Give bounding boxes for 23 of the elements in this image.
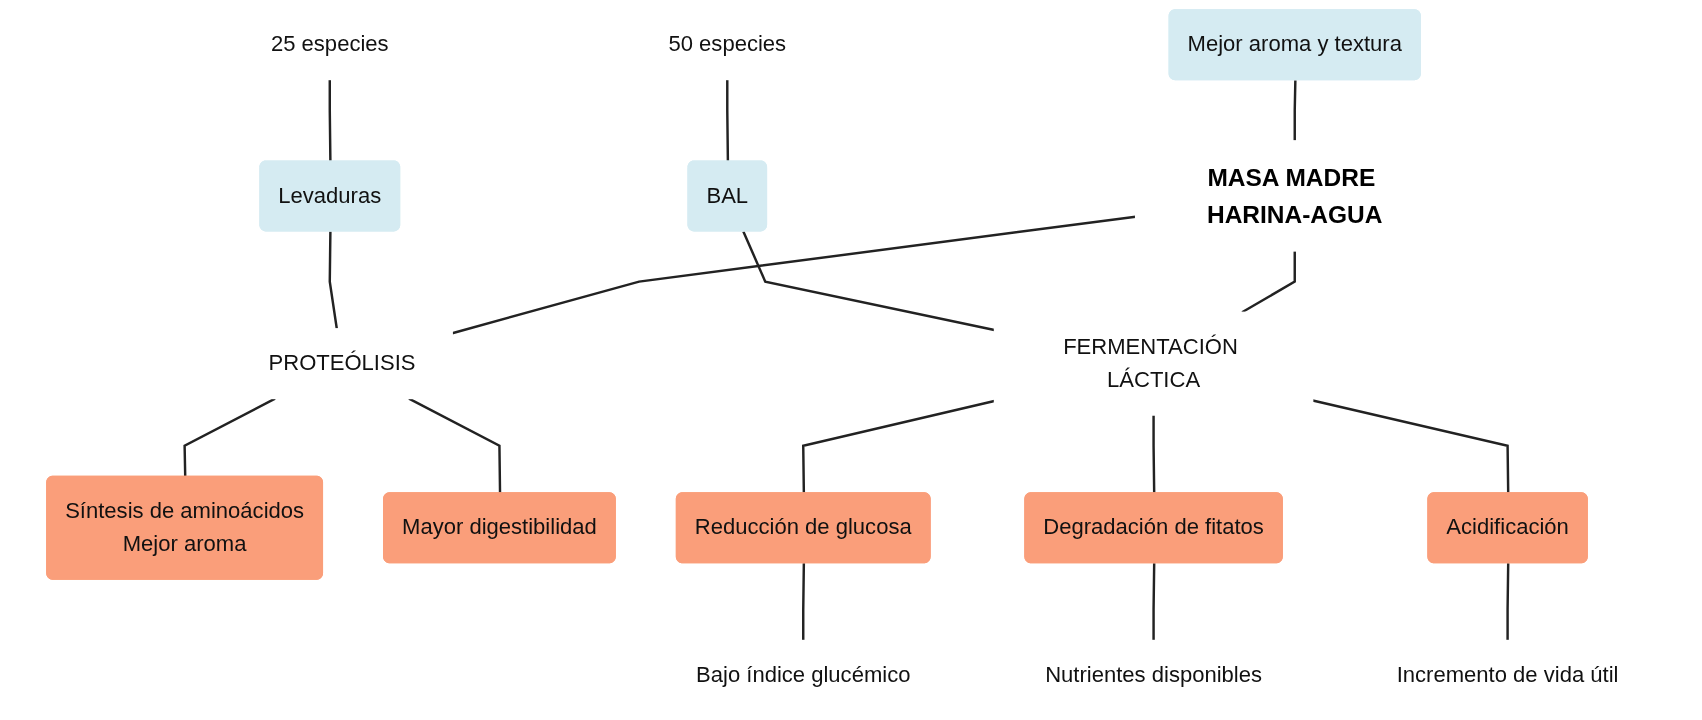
connector: [1241, 251, 1296, 314]
node-text: Incremento de vida útil: [1396, 662, 1619, 687]
node-text: PROTEÓLISIS: [268, 350, 416, 376]
connector: [802, 563, 806, 641]
connector: [802, 399, 995, 494]
connector: [726, 79, 730, 162]
node-text: 50 especies: [668, 31, 787, 57]
node-text: Bajo índice glucémico: [696, 662, 911, 687]
connector: [328, 79, 332, 162]
connector: [328, 231, 339, 329]
node-text: Nutrientes disponibles: [1045, 662, 1263, 687]
connector: [742, 230, 995, 332]
connector: [408, 397, 502, 494]
node-text: FERMENTACIÓN LÁCTICA: [1063, 334, 1238, 392]
connector: [451, 215, 1136, 335]
connector: [1312, 399, 1510, 494]
connector: [1152, 415, 1156, 494]
connector: [1506, 563, 1510, 641]
connector: [183, 397, 276, 477]
node-text: 25 especies: [270, 31, 389, 57]
connector: [1152, 563, 1156, 641]
node-text: MASA MADRE HARINA-AGUA: [1206, 164, 1383, 228]
connector: [1293, 80, 1297, 141]
